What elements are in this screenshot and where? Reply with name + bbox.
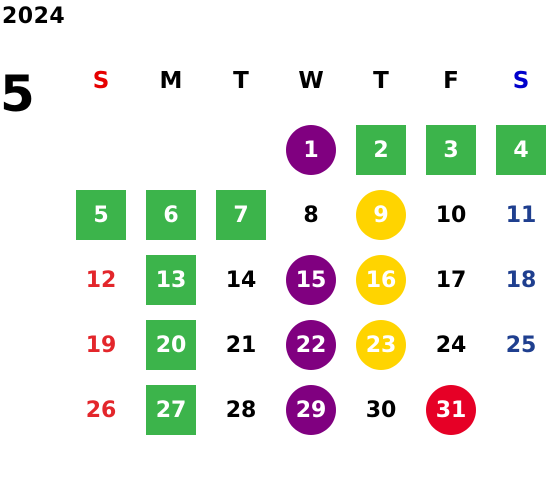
day-cell-9[interactable]: 9 [356, 190, 406, 240]
day-cell-31[interactable]: 31 [426, 385, 476, 435]
weekday-header-1: M [159, 68, 183, 94]
month-number: 5 [0, 65, 35, 123]
day-cell-12[interactable]: 12 [85, 267, 117, 293]
weekday-header-3: W [298, 68, 324, 94]
day-cell-3[interactable]: 3 [426, 125, 476, 175]
day-cell-11[interactable]: 11 [505, 202, 537, 228]
day-cell-10[interactable]: 10 [435, 202, 467, 228]
day-cell-2[interactable]: 2 [356, 125, 406, 175]
weekday-header-2: T [233, 68, 249, 94]
day-cell-26[interactable]: 26 [85, 397, 117, 423]
day-cell-28[interactable]: 28 [225, 397, 257, 423]
year-label: 2024 [2, 4, 66, 29]
day-cell-8[interactable]: 8 [303, 202, 319, 228]
day-cell-13[interactable]: 13 [146, 255, 196, 305]
weekday-header-5: F [443, 68, 459, 94]
weekday-header-4: T [373, 68, 389, 94]
day-cell-25[interactable]: 25 [505, 332, 537, 358]
day-cell-16[interactable]: 16 [356, 255, 406, 305]
day-cell-14[interactable]: 14 [225, 267, 257, 293]
day-cell-18[interactable]: 18 [505, 267, 537, 293]
day-cell-22[interactable]: 22 [286, 320, 336, 370]
weekday-header-6: S [512, 68, 530, 94]
day-cell-23[interactable]: 23 [356, 320, 406, 370]
day-cell-21[interactable]: 21 [225, 332, 257, 358]
day-cell-19[interactable]: 19 [85, 332, 117, 358]
weekday-header-0: S [92, 68, 110, 94]
day-cell-4[interactable]: 4 [496, 125, 546, 175]
day-cell-27[interactable]: 27 [146, 385, 196, 435]
day-cell-29[interactable]: 29 [286, 385, 336, 435]
day-cell-7[interactable]: 7 [216, 190, 266, 240]
day-cell-17[interactable]: 17 [435, 267, 467, 293]
day-cell-5[interactable]: 5 [76, 190, 126, 240]
day-cell-20[interactable]: 20 [146, 320, 196, 370]
day-cell-30[interactable]: 30 [365, 397, 397, 423]
day-cell-6[interactable]: 6 [146, 190, 196, 240]
day-cell-15[interactable]: 15 [286, 255, 336, 305]
day-cell-1[interactable]: 1 [286, 125, 336, 175]
day-cell-24[interactable]: 24 [435, 332, 467, 358]
